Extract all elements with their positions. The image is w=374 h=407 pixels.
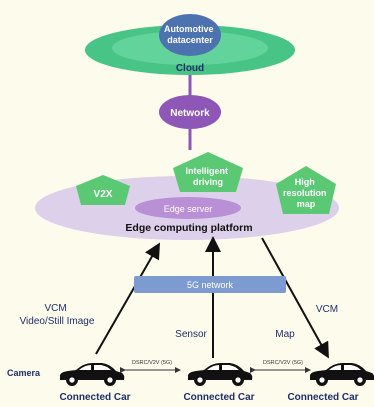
datacenter-label: Automotive datacenter [164,24,216,45]
network-label: Network [170,108,210,119]
camera-upload-arrow [95,242,160,355]
intelligent-driving-label: Intelligent driving [185,166,230,187]
car-label-left: Connected Car [59,392,130,403]
hd-map-label-line-1: High [295,177,315,187]
v2v-link-left: DSRC/V2V (5G) [120,360,181,373]
network-5g-rect [134,276,286,293]
datacenter-label-line-1: Automotive [164,24,214,34]
vcm-left-label: VCM Video/Still Image [20,303,95,327]
map-label: Map [275,329,295,340]
edge-server-label: Edge server [164,204,213,214]
car-label-right: Connected Car [287,392,358,403]
camera-label: Camera [7,368,41,378]
v2v-link-right-label: DSRC/V2V (5G) [263,360,303,366]
edge-server-ellipse [135,197,241,219]
car-icon-left [60,363,125,386]
hd-map-node: High resolution map [276,166,336,214]
v2x-label: V2X [94,189,113,200]
v2v-link-left-label: DSRC/V2V (5G) [132,360,172,366]
v2x-node: V2X [76,175,130,205]
network-5g-label: 5G network [187,280,234,290]
vcm-right-label: VCM [316,304,338,315]
v2x-shape [76,175,130,205]
network-5g-bar: 5G network [134,276,286,293]
hd-map-label-line-2: resolution [283,188,327,198]
cloud-label: Cloud [176,63,204,74]
map-download-arrow [261,237,329,359]
datacenter-label-line-2: datacenter [167,35,213,45]
hd-map-label-line-3: map [297,199,316,209]
car-icon-center [188,363,253,386]
intelligent-driving-label-line-2: driving [193,177,223,187]
v2v-link-right: DSRC/V2V (5G) [250,360,311,373]
hd-map-label: High resolution map [283,177,329,209]
sensor-label: Sensor [175,329,207,340]
vcm-left-label-line-1: VCM [44,303,66,314]
intelligent-driving-label-line-1: Intelligent [185,166,228,176]
intelligent-driving-node: Intelligent driving [173,152,243,192]
vcm-left-label-line-2: Video/Still Image [20,316,95,327]
car-icon-right [310,363,374,386]
intelligent-driving-shape [173,152,243,192]
network-node: Network [159,95,221,129]
network-ellipse [159,95,221,129]
hd-map-shape [276,166,336,214]
datacenter-node: Automotive datacenter [159,14,221,56]
car-label-center: Connected Car [183,392,254,403]
datacenter-ellipse [159,14,221,56]
edge-platform-label: Edge computing platform [125,222,252,234]
